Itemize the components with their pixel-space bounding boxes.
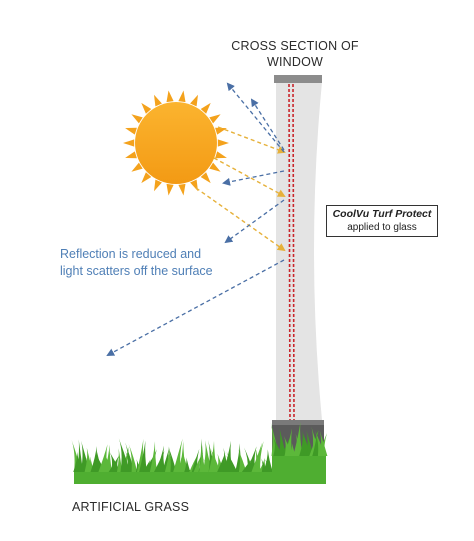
sun-ray [131, 162, 143, 172]
incoming-ray-3 [195, 187, 286, 252]
grass-blade [319, 430, 328, 456]
window-title-line2: WINDOW [266, 55, 324, 69]
grass-blade [118, 438, 131, 472]
sun-ray [141, 172, 152, 184]
sun-ray [215, 127, 227, 135]
reflected-ray-1 [226, 82, 285, 153]
sun-ray [123, 139, 135, 147]
grass-blade [284, 428, 293, 456]
reflected-ray-4 [224, 199, 285, 244]
grass-blade [184, 457, 191, 472]
sun-ray [200, 172, 211, 184]
film-product-name: CoolVu Turf Protect [332, 208, 432, 220]
grass-caption: ARTIFICIAL GRASS [72, 500, 190, 514]
sun-ray [217, 139, 229, 147]
incoming-ray-1 [217, 126, 286, 154]
grass-blade [226, 451, 238, 472]
grass-blade [149, 441, 158, 472]
sun-icon [123, 90, 229, 196]
grass-blade [117, 448, 123, 472]
grass-blade [98, 444, 108, 472]
grass-blade [191, 448, 200, 472]
sun-ray [166, 183, 174, 196]
grass-blade [143, 459, 151, 472]
sun-ray [166, 90, 174, 103]
sun-ray [154, 179, 162, 192]
grass-blade [278, 427, 287, 456]
sun-ray [178, 90, 186, 103]
window-title-line1: CROSS SECTION OF [231, 39, 359, 53]
window-top-frame [274, 75, 322, 83]
sun-ray [190, 179, 198, 192]
incoming-ray-2 [213, 157, 286, 197]
film-line-outer [288, 83, 291, 421]
film-label-subtitle: applied to glass [347, 222, 417, 233]
window-base-cap [272, 420, 324, 425]
reflected-ray-3 [222, 170, 285, 186]
sun-ray [141, 102, 152, 114]
sun-ray [125, 127, 137, 135]
sun-ray [200, 102, 211, 114]
sun-ray [190, 94, 198, 107]
sun-ray [215, 151, 227, 159]
grass-blade [254, 447, 261, 472]
grass-blade [226, 455, 237, 472]
window-title: CROSS SECTION OF WINDOW [230, 38, 360, 70]
grass-blade [168, 446, 177, 472]
grass-blade [128, 443, 138, 472]
grass-blade [199, 445, 205, 472]
grass-blade [139, 440, 147, 472]
glass-pane [276, 82, 322, 420]
film-line-inner [292, 83, 295, 421]
grass-blade [104, 453, 113, 472]
grass-blade [144, 454, 155, 472]
reflected-ray-2 [250, 98, 285, 151]
grass-blade [156, 445, 166, 472]
reflection-note: Reflection is reduced and light scatters… [60, 246, 250, 280]
film-label-box: CoolVu Turf Protect applied to glass [326, 205, 438, 237]
grass-blade [109, 451, 121, 472]
sun-ray [178, 183, 186, 196]
grass-blade [217, 452, 226, 472]
grass-blade [238, 448, 247, 472]
grass-icon [71, 422, 328, 484]
reflection-note-line1: Reflection is reduced and [60, 247, 202, 261]
grass-blade [77, 439, 84, 472]
sun-ray [209, 162, 221, 172]
grass-blade [264, 459, 274, 472]
sun-ray [131, 114, 143, 124]
sun-ray [154, 94, 162, 107]
grass-blade [263, 449, 273, 472]
reflection-note-line2: light scatters off the surface [60, 264, 213, 278]
grass-blade [173, 438, 183, 472]
sun-ray [125, 151, 137, 159]
sun-ray [209, 114, 221, 124]
reflected-ray-5 [106, 259, 285, 356]
